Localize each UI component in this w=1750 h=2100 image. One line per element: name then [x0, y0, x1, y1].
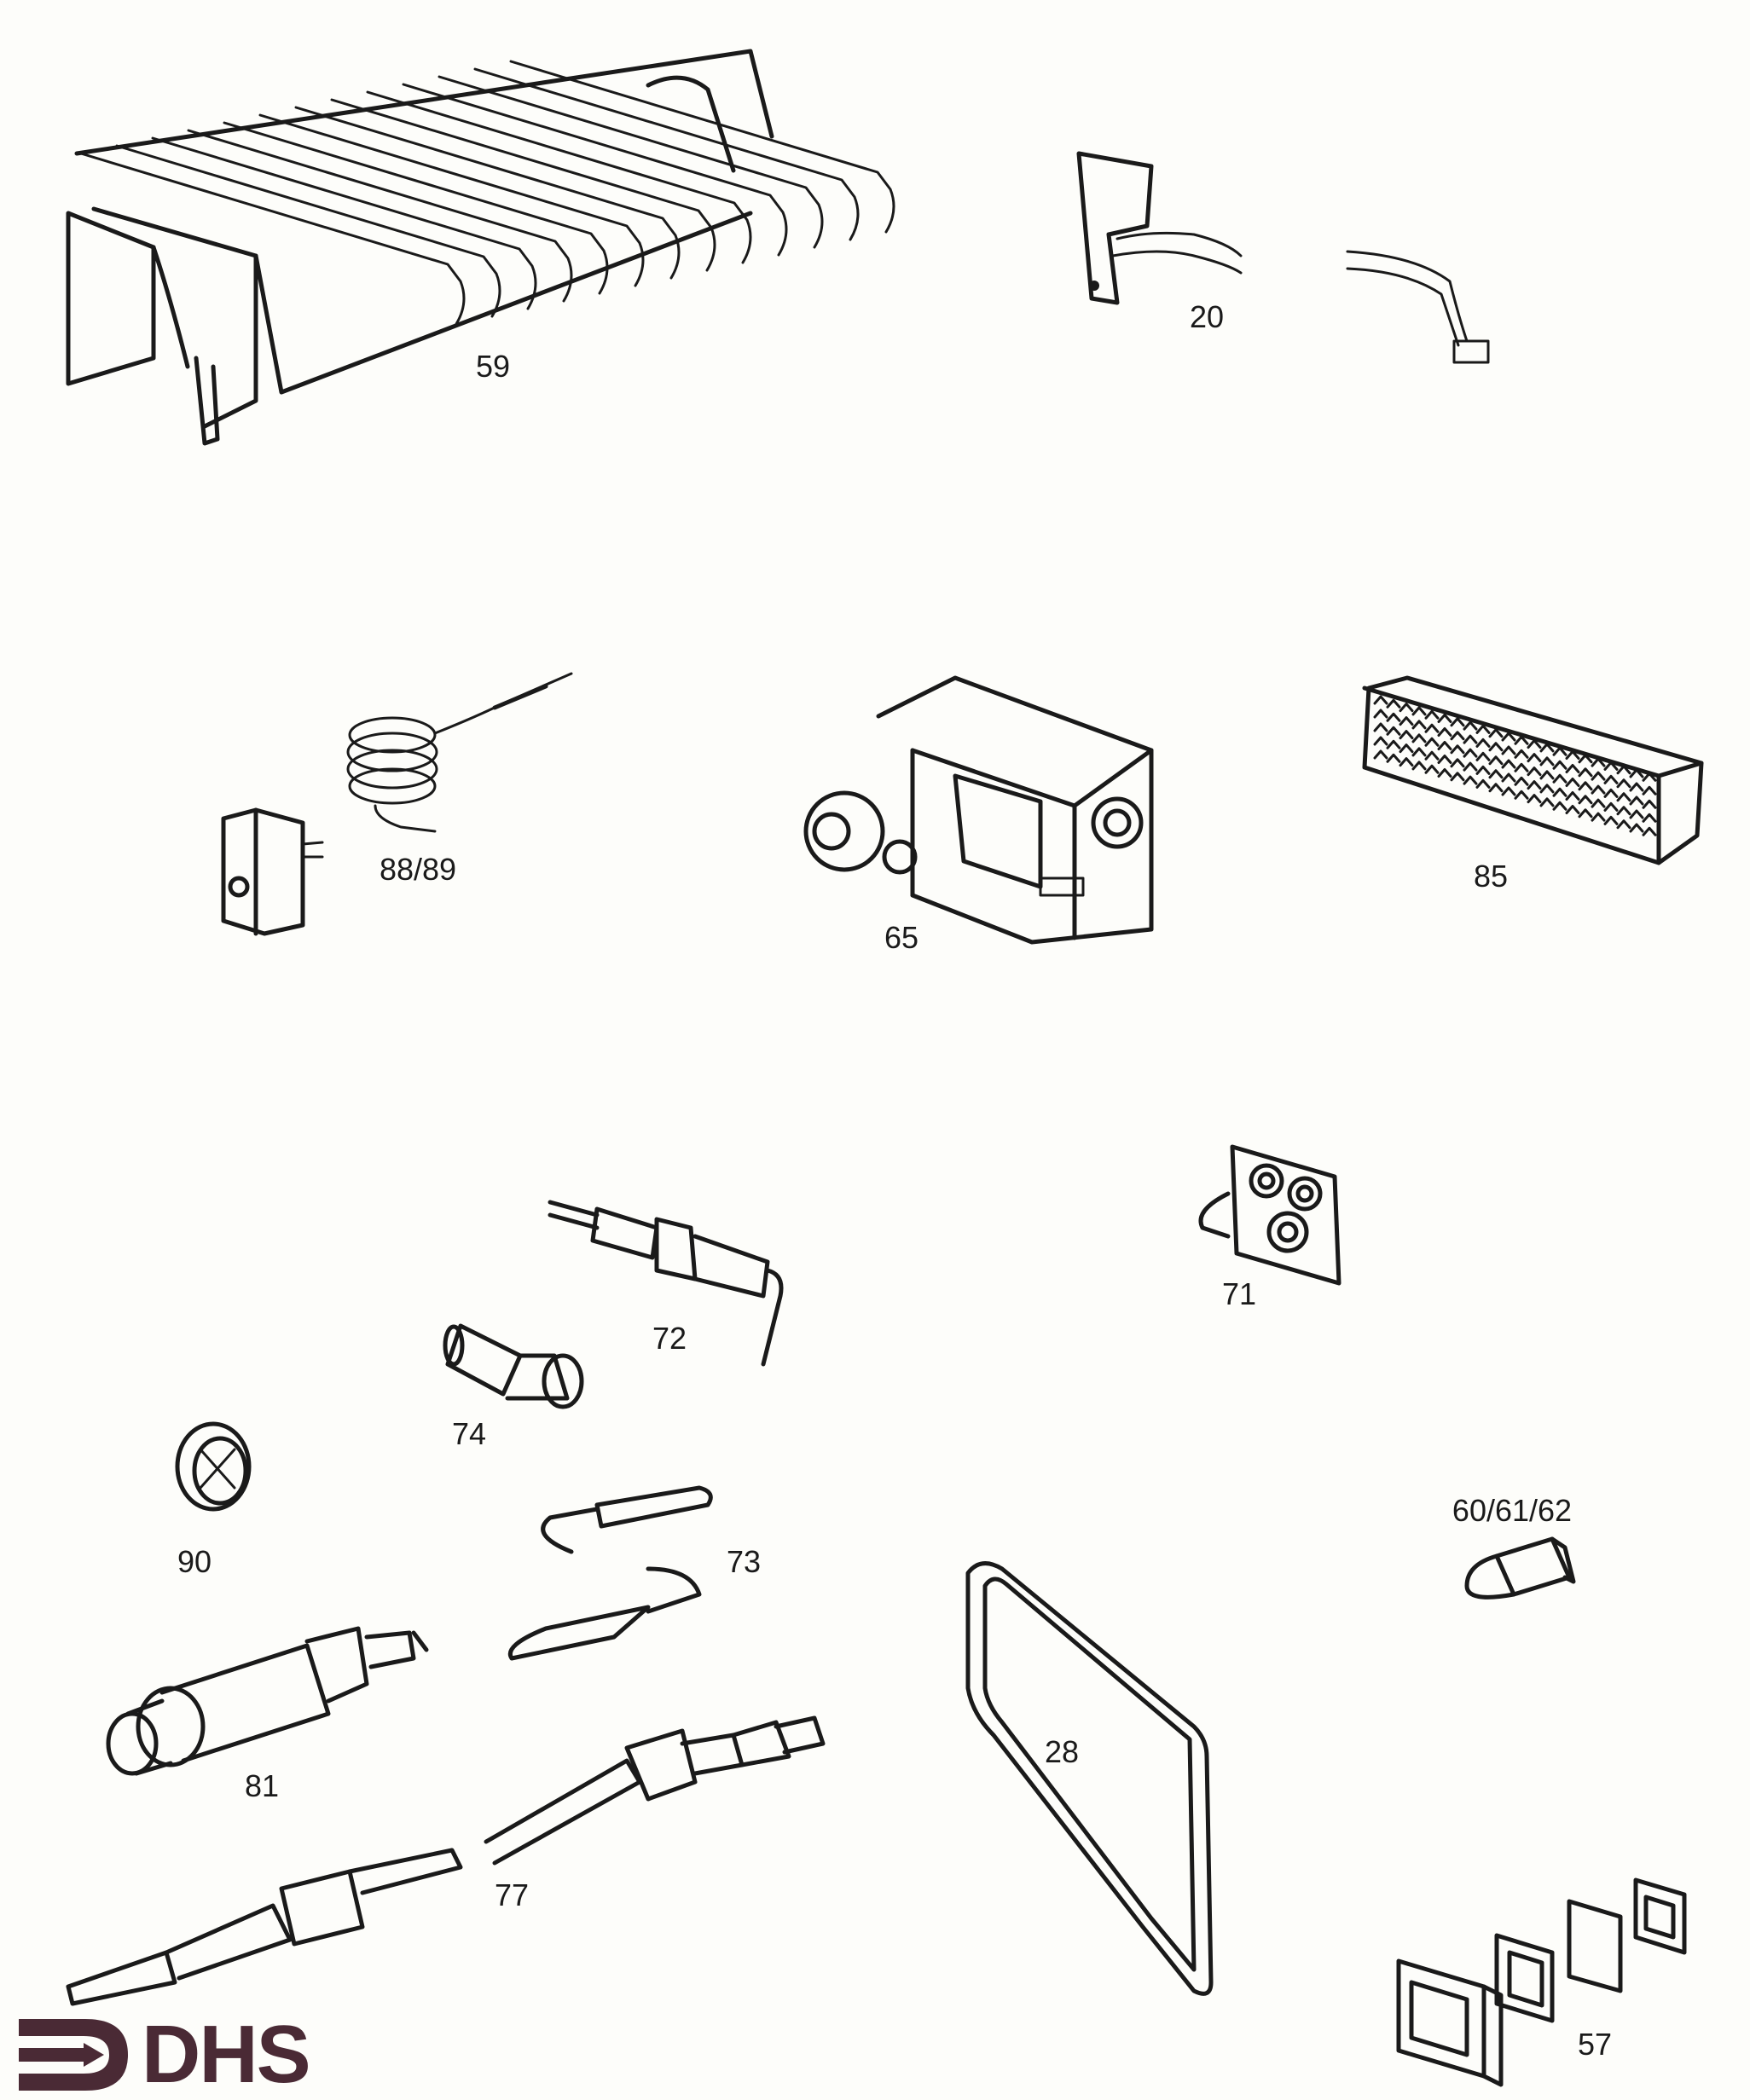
thermocouple-element-drawing — [106, 1626, 429, 1776]
heat-exchanger-fin — [294, 106, 681, 280]
part-label-72: 72 — [652, 1321, 687, 1356]
connector-plate-drawing — [1198, 1144, 1341, 1286]
gasket-drawing — [965, 1561, 1214, 1996]
insulation-pattern — [1373, 709, 1657, 795]
insulation-pattern — [1373, 736, 1657, 823]
part-label-90: 90 — [177, 1544, 212, 1579]
seals-drawing — [1396, 1877, 1687, 2087]
spark-electrode-drawing — [548, 1200, 784, 1367]
heat-exchanger-fin — [330, 98, 716, 272]
heat-exchanger-fin — [509, 60, 895, 234]
heat-exchanger-fin — [473, 67, 860, 241]
thermostat-drawing — [221, 672, 573, 936]
part-label-71: 71 — [1221, 1276, 1257, 1311]
insulation-pattern — [1373, 695, 1657, 782]
part-label-77: 77 — [494, 1877, 530, 1912]
dhs-logo-arrow-icon — [19, 2019, 128, 2091]
lead-connectors-drawing — [508, 1485, 713, 1661]
part-label-57: 57 — [1577, 2027, 1613, 2062]
electrode-sleeve-drawing — [443, 1323, 584, 1409]
disc-drawing — [175, 1421, 252, 1512]
heat-exchanger-fin — [79, 152, 466, 326]
heat-exchanger-fin — [115, 144, 501, 318]
dhs-logo: DHS — [142, 2009, 311, 2100]
heat-exchanger-fin — [258, 113, 645, 287]
heat-exchanger-fin — [151, 136, 537, 310]
cable-bracket-drawing — [1076, 151, 1490, 364]
heat-exchanger-fin — [223, 121, 609, 295]
injector-drawing — [1464, 1536, 1576, 1600]
heat-exchanger-fin — [366, 90, 752, 264]
part-label-59: 59 — [475, 349, 511, 384]
part-label-88-89: 88/89 — [379, 852, 457, 887]
part-label-60-61-62: 60/61/62 — [1452, 1493, 1573, 1528]
insulation-pattern — [1373, 722, 1657, 809]
part-label-85: 85 — [1473, 859, 1509, 894]
insulation-pattern — [1373, 749, 1657, 836]
part-label-20: 20 — [1189, 299, 1225, 334]
part-label-65: 65 — [884, 920, 919, 955]
insulation-block-drawing — [1362, 675, 1704, 865]
part-label-73: 73 — [726, 1544, 762, 1579]
gas-valve-drawing — [803, 675, 1154, 945]
heat-exchanger-fin — [438, 75, 824, 249]
heat-exchanger-fin — [187, 129, 573, 303]
heat-exchanger-drawing — [66, 49, 895, 446]
part-label-81: 81 — [244, 1768, 280, 1803]
thermocouple-drawing — [66, 1715, 826, 2006]
part-label-28: 28 — [1044, 1734, 1080, 1769]
part-label-74: 74 — [451, 1416, 487, 1451]
heat-exchanger-fin — [402, 83, 788, 257]
